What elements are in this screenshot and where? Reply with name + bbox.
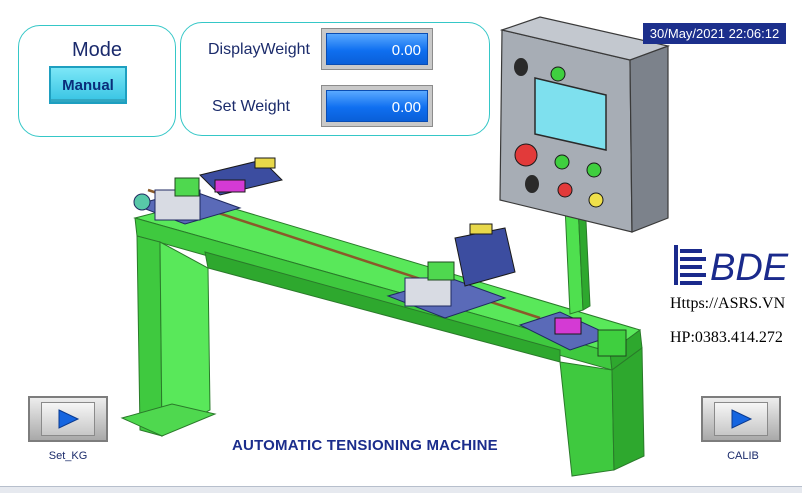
calib-button-face[interactable]	[714, 402, 768, 436]
cabinet-side	[629, 45, 669, 233]
machine-title: AUTOMATIC TENSIONING MACHINE	[232, 437, 498, 454]
left-green-block	[174, 177, 200, 197]
cabinet-screen	[534, 77, 607, 151]
brand-block: BDE Https://ASRS.VN HP:0383.414.272	[668, 243, 792, 353]
set-weight-field[interactable]: 0.00	[321, 85, 433, 127]
middle-yellow-part	[469, 223, 493, 235]
calib-button[interactable]	[701, 396, 781, 442]
set-kg-button[interactable]	[28, 396, 108, 442]
frame-leg-left	[136, 235, 163, 437]
cabinet-green-button-2	[586, 162, 602, 178]
calib-caption: CALIB	[727, 450, 759, 462]
cabinet-green-button-1	[554, 154, 570, 170]
weight-panel: DisplayWeight 0.00 Set Weight 0.00	[180, 22, 490, 136]
mode-panel: Mode Manual	[18, 25, 176, 137]
mode-title: Mode	[71, 39, 123, 61]
frame-leg-right	[559, 361, 615, 477]
bde-logo-icon	[674, 245, 706, 285]
cabinet-red-button	[514, 143, 538, 167]
middle-clamp-body	[404, 277, 452, 307]
display-weight-value: 0.00	[326, 33, 428, 65]
play-arrow-icon	[731, 409, 753, 429]
frame-foot-left	[120, 403, 217, 437]
cabinet-top	[499, 16, 671, 61]
brand-logo-text: BDE	[710, 247, 789, 289]
left-magenta-part	[214, 179, 246, 193]
brand-url: Https://ASRS.VN	[670, 295, 786, 312]
play-arrow-icon	[58, 409, 80, 429]
set-weight-label: Set Weight	[212, 98, 290, 115]
set-kg-button-face[interactable]	[41, 402, 95, 436]
cabinet-yellow-button	[588, 192, 604, 208]
right-magenta-part	[554, 317, 582, 335]
right-green-motor	[597, 329, 627, 357]
cabinet-selector-switch-2	[525, 175, 539, 193]
left-gauge	[133, 193, 151, 211]
display-weight-field: 0.00	[321, 28, 433, 70]
middle-green-block	[427, 261, 455, 281]
cabinet-red-button-small	[557, 182, 573, 198]
brand-phone: HP:0383.414.272	[670, 329, 783, 346]
left-yellow-part	[254, 157, 276, 169]
set-kg-caption: Set_KG	[48, 450, 88, 462]
cabinet-green-button-top	[550, 66, 566, 82]
datetime-display: 30/May/2021 22:06:12	[643, 23, 786, 44]
display-weight-label: DisplayWeight	[208, 41, 310, 58]
cabinet-selector-switch	[514, 58, 528, 76]
frame-leg-left-side	[159, 241, 211, 437]
footer-strip	[0, 486, 802, 493]
mode-manual-button[interactable]: Manual	[49, 66, 127, 104]
middle-cylinder	[454, 227, 516, 287]
frame-leg-right-side	[611, 347, 645, 471]
set-weight-value[interactable]: 0.00	[326, 90, 428, 122]
